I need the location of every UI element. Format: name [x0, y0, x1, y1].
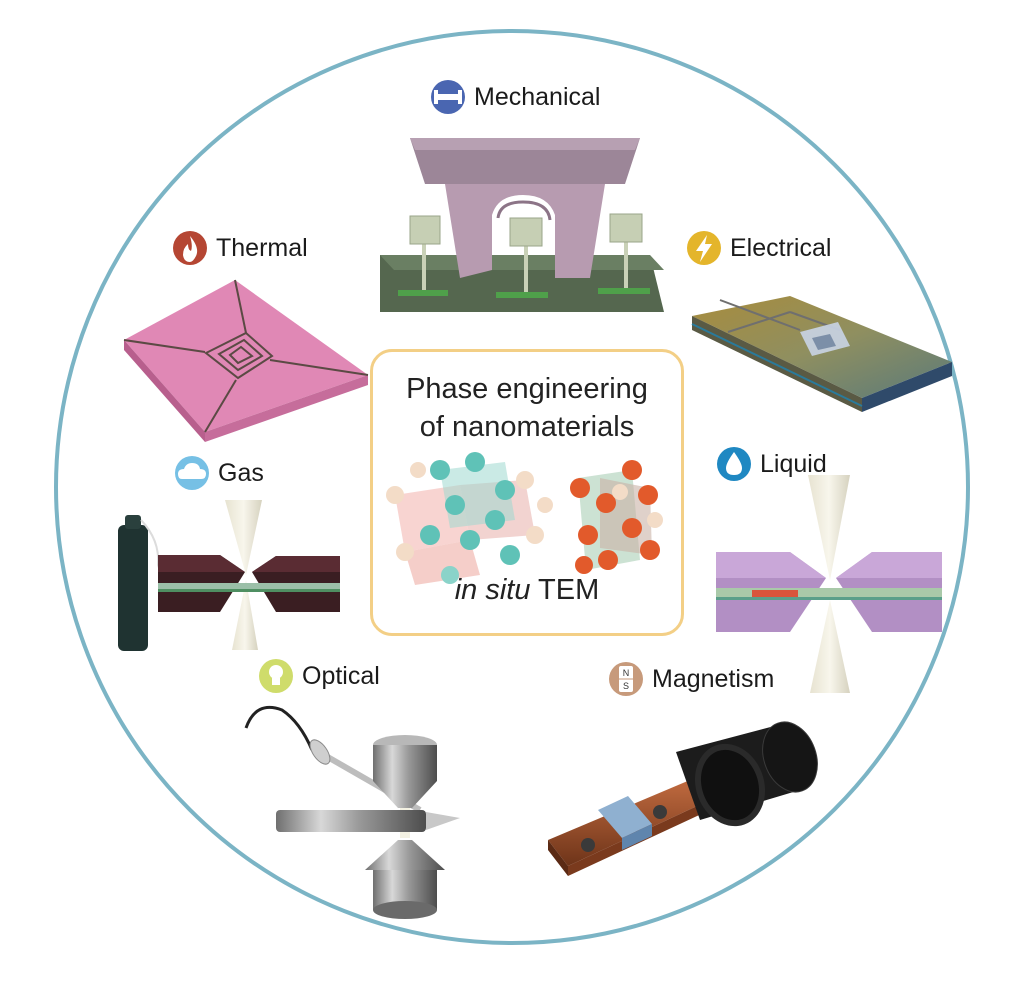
mechanical-label: Mechanical	[474, 83, 601, 111]
lightbulb-icon	[259, 659, 293, 693]
thermal-label: Thermal	[216, 234, 308, 262]
center-subtitle: in situ TEM	[373, 574, 681, 607]
electrical-illustration	[691, 296, 952, 412]
droplet-icon	[717, 447, 751, 481]
center-subtitle-italic: in situ	[454, 574, 531, 606]
magnet-icon: N S	[609, 662, 643, 696]
center-box: Phase engineering of nanomaterials in si…	[370, 349, 684, 636]
flame-icon	[173, 231, 207, 265]
gas-label: Gas	[218, 459, 264, 487]
outer-circle	[54, 29, 970, 945]
magnet-south-letter: S	[623, 681, 629, 691]
magnet-north-letter: N	[623, 668, 630, 678]
center-title-line1: Phase engineering	[406, 373, 648, 405]
magnetism-label: Magnetism	[652, 665, 775, 693]
mechanical-illustration	[380, 138, 664, 312]
magnetism-illustration	[548, 721, 818, 876]
electrical-label: Electrical	[730, 234, 832, 262]
liquid-illustration	[716, 475, 942, 693]
optical-label: Optical	[302, 662, 380, 690]
lightning-icon	[687, 231, 721, 265]
crystal-structure-right	[570, 460, 663, 574]
center-subtitle-rest: TEM	[530, 574, 600, 606]
center-title-line2: of nanomaterials	[419, 411, 635, 443]
crystal-structure-left	[386, 452, 553, 585]
liquid-label: Liquid	[760, 450, 827, 478]
dumbbell-icon	[431, 80, 465, 114]
center-title: Phase engineering of nanomaterials	[373, 370, 681, 446]
thermal-illustration	[123, 279, 369, 442]
gas-illustration	[118, 500, 340, 651]
cloud-icon	[175, 456, 209, 490]
optical-illustration	[244, 705, 460, 919]
